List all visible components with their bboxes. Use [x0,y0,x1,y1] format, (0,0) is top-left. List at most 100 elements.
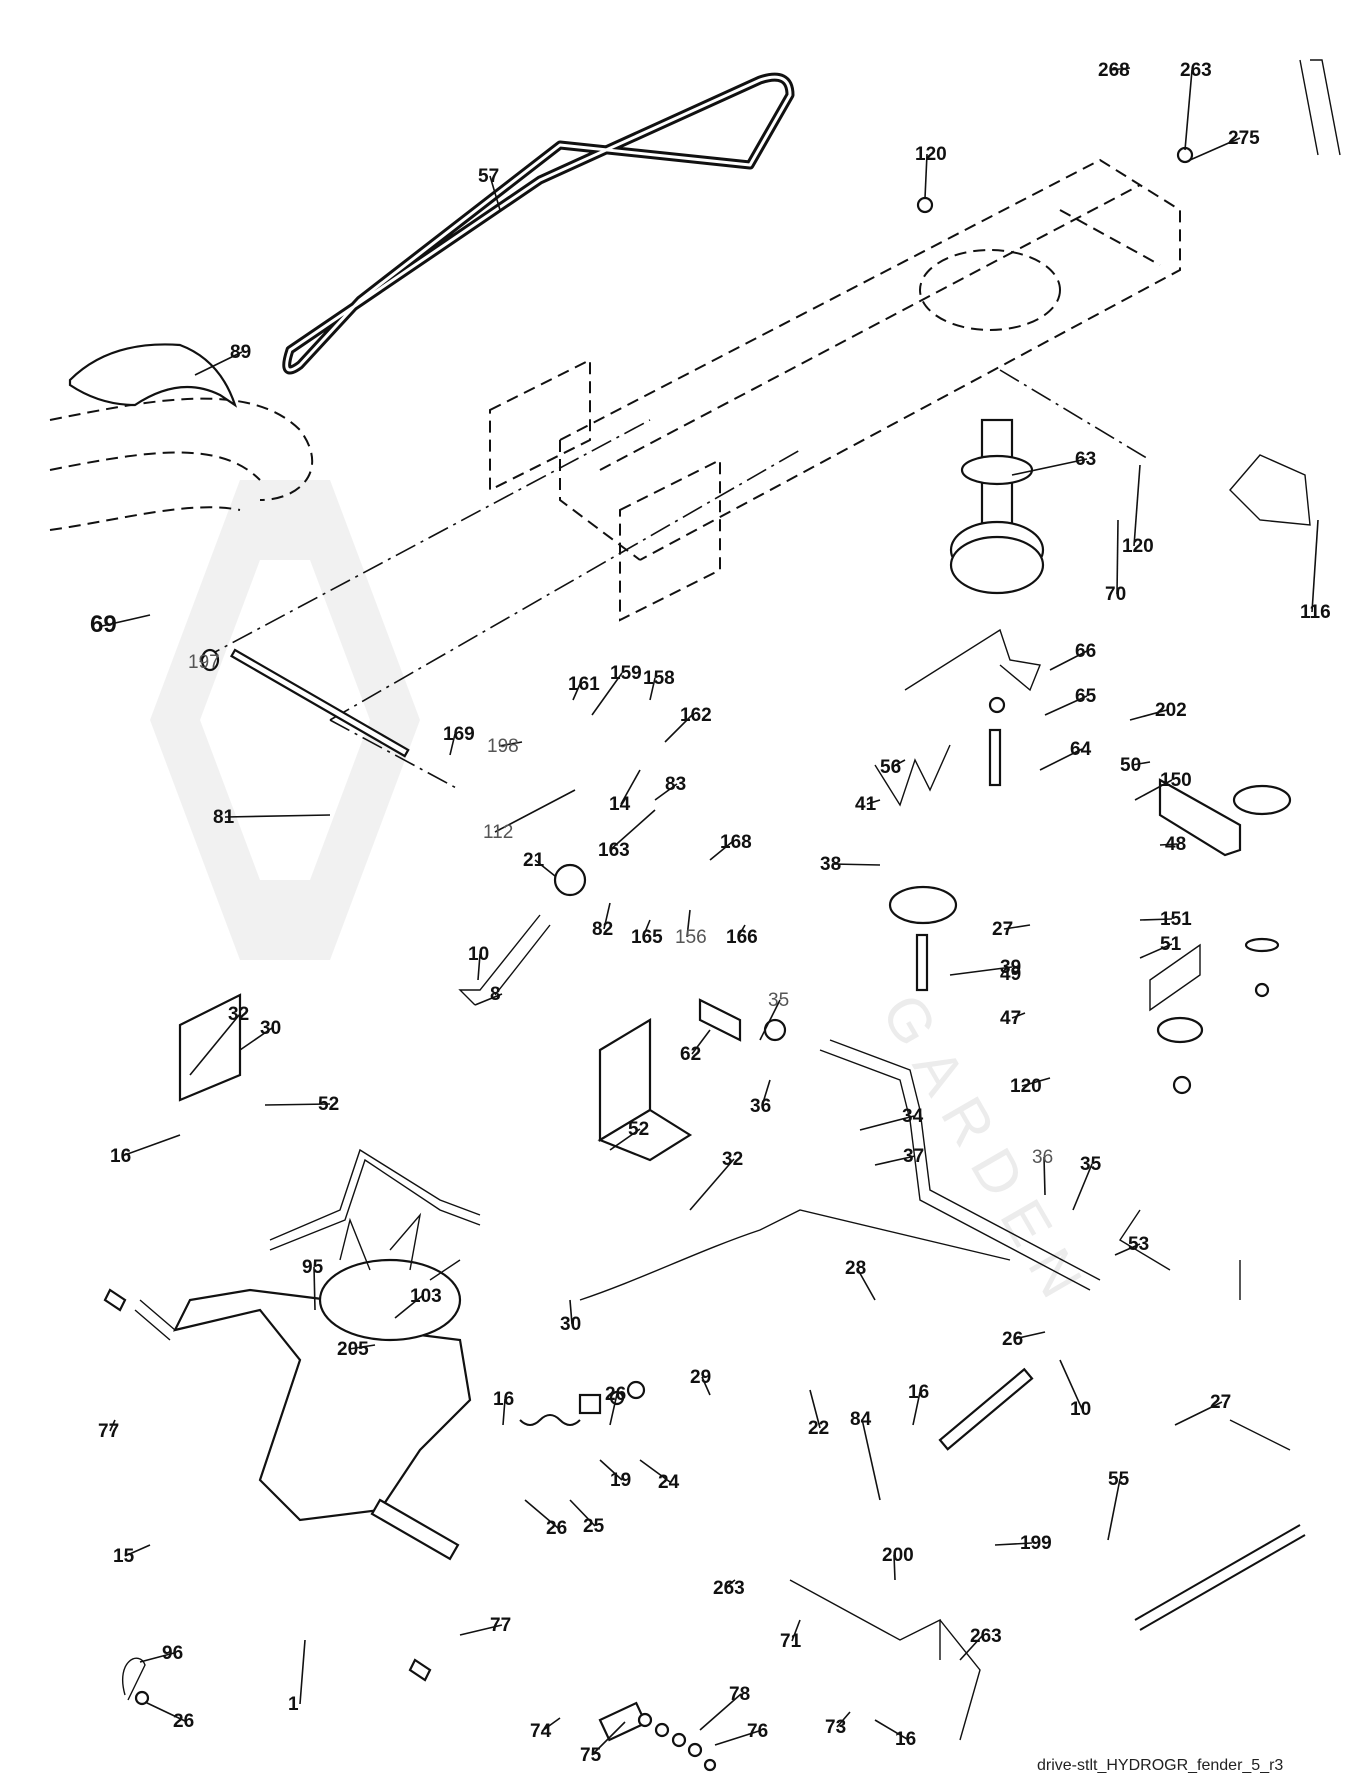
callout-263: 263 [1180,60,1212,151]
callout-label: 202 [1155,700,1187,721]
callout-leader [591,672,623,716]
callout-leader [144,1701,186,1722]
callout-leader [654,783,678,801]
callout-leader [1043,1156,1046,1196]
callout-label: 165 [631,927,663,948]
callout-10b: 10 [1059,1359,1091,1420]
callout-38: 38 [820,854,881,875]
callout-leader [1049,650,1088,671]
callout-label: 1 [288,1694,299,1715]
callout-120c: 120 [1010,1076,1051,1097]
callout-65: 65 [1044,686,1097,716]
callout-26: 26 [1002,1329,1046,1350]
callout-label: 53 [1128,1234,1149,1255]
callout-32: 32 [189,1004,249,1076]
callout-label: 26 [173,1711,194,1732]
callout-26c: 26 [524,1499,567,1539]
callout-70: 70 [1105,519,1126,605]
callout-1: 1 [288,1639,306,1715]
callout-leader [724,1579,736,1589]
callout-label: 27 [1210,1392,1231,1413]
callout-leader [1116,519,1119,595]
callout-label: 32 [228,1004,249,1025]
callout-label: 10 [468,944,489,965]
callout-78: 78 [699,1684,750,1731]
callout-label: 16 [110,1146,131,1167]
callout-36: 36 [750,1079,771,1117]
callout-leader [701,1376,711,1396]
callout-198: 198 [487,736,523,757]
callout-label: 51 [1160,934,1182,955]
callout-label: 263 [970,1626,1002,1647]
callout-77: 77 [98,1419,119,1442]
callout-leader [831,863,881,866]
callout-30b: 30 [560,1299,581,1335]
callout-34: 34 [859,1106,924,1131]
callout-label: 27 [992,919,1013,940]
callout-81: 81 [213,807,331,828]
callout-66: 66 [1049,641,1096,671]
fender-89 [68,343,238,408]
callout-label: 71 [780,1631,802,1652]
callout-leader [691,1029,711,1055]
callout-159: 159 [591,663,642,716]
callout-leader [599,1459,623,1481]
callout-51: 51 [1139,934,1182,959]
callout-leader [836,1711,851,1728]
callout-leader [494,789,576,833]
callout-36b: 36 [1032,1147,1053,1196]
callout-83: 83 [654,774,686,801]
callout-label: 52 [628,1119,649,1140]
callout-16: 16 [110,1134,181,1167]
callout-label: 63 [1075,449,1096,470]
callout-leader [1133,464,1141,547]
callout-112: 112 [483,789,576,843]
callout-leader [101,614,151,627]
callout-label: 77 [490,1615,511,1636]
callout-leader [1134,779,1173,801]
callout-label: 78 [729,1684,750,1705]
callout-95: 95 [302,1257,324,1311]
callout-leader [199,654,206,663]
callout-21: 21 [523,850,556,877]
callout-label: 89 [230,342,251,363]
callout-label: 48 [1165,834,1186,855]
callout-leader [1011,971,1021,975]
callout-leader [809,1389,821,1429]
callout-leader [1013,1331,1046,1340]
callout-120: 120 [915,144,947,199]
callout-53: 53 [1114,1234,1149,1256]
callout-75: 75 [580,1721,626,1766]
callout-label: 70 [1105,584,1126,605]
callout-label: 76 [747,1721,768,1742]
callout-37: 37 [874,1146,924,1167]
callout-label: 25 [583,1516,605,1537]
callout-leader [1129,709,1168,721]
callout-55: 55 [1107,1469,1130,1541]
callout-leader [642,919,651,938]
callout-197: 197 [188,652,220,673]
callout-49: 49 [1000,964,1021,985]
callout-label: 74 [530,1721,552,1742]
callout-label: 95 [302,1257,324,1278]
callout-leader [348,1344,376,1350]
callout-82: 82 [592,902,613,940]
callout-27b: 27 [1174,1392,1231,1426]
callout-120b: 120 [1122,464,1154,557]
callout-leader [477,953,481,981]
callout-25: 25 [569,1499,605,1537]
callout-163: 163 [598,809,656,861]
callout-label: 8 [490,984,501,1005]
callout-label: 275 [1228,128,1260,149]
callout-24: 24 [639,1459,680,1493]
callout-leader [1114,1243,1141,1256]
callout-162: 162 [664,705,712,743]
callout-label: 263 [713,1578,745,1599]
callout-leader [1159,843,1178,846]
callout-16d: 16 [874,1719,916,1750]
callout-leader [761,1079,771,1107]
callout-73: 73 [825,1711,851,1738]
callout-leader [124,1544,151,1557]
callout-label: 73 [825,1717,846,1738]
callout-leader [609,1393,618,1426]
